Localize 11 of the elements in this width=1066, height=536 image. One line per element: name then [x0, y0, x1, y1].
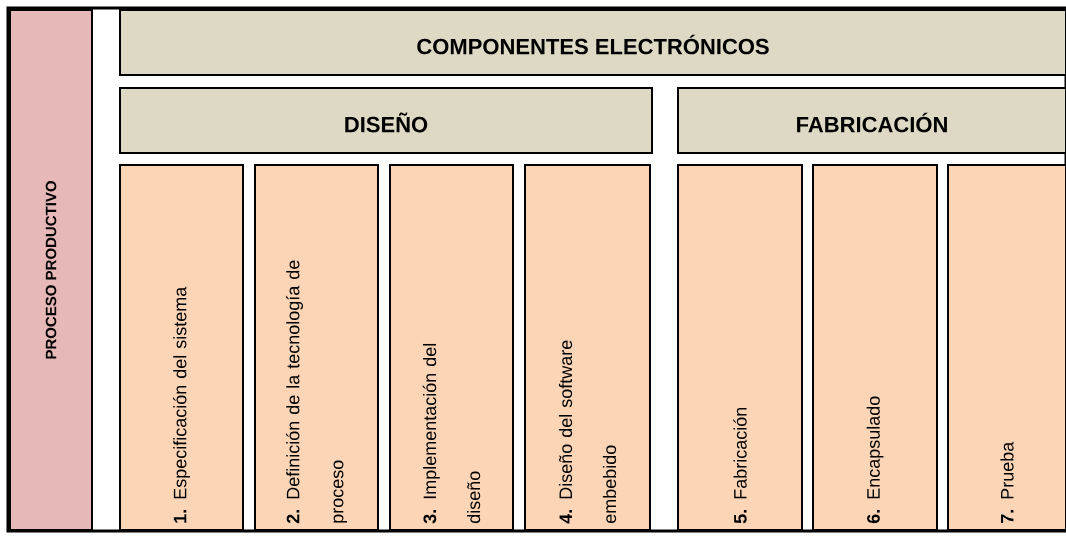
step-box: 7. Prueba: [947, 164, 1066, 531]
header-bar: DISEÑO: [119, 87, 653, 154]
side-band: PROCESO PRODUCTIVO: [9, 9, 93, 531]
step-box: 1. Especificación del sistema: [119, 164, 244, 531]
step-box: 5. Fabricación: [677, 164, 803, 531]
step-box: 4. Diseño del software embebido: [524, 164, 651, 531]
header-bar: FABRICACIÓN: [677, 87, 1066, 154]
step-box: 6. Encapsulado: [812, 164, 938, 531]
step-box: 2. Definición de la tecnología de proceso: [254, 164, 379, 531]
step-box: 3. Implementación del diseño: [389, 164, 514, 531]
header-bar: COMPONENTES ELECTRÓNICOS: [119, 9, 1066, 76]
